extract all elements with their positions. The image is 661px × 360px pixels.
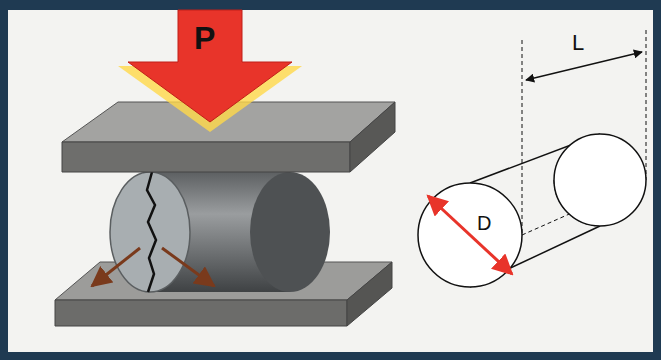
- diameter-label: D: [477, 213, 491, 233]
- load-label: P: [194, 22, 215, 54]
- dim-extension: [646, 30, 647, 180]
- split-arrow: [92, 248, 140, 286]
- bottom-plate-side: [347, 262, 392, 326]
- length-label: L: [572, 32, 584, 54]
- load-arrow: [128, 10, 292, 122]
- diameter-dimension: [428, 196, 512, 274]
- end-circle-far: [554, 134, 646, 226]
- cylinder-face: [110, 172, 190, 292]
- split-arrow: [162, 248, 214, 286]
- top-plate-side: [350, 102, 395, 172]
- dim-extension: [522, 40, 523, 235]
- picture-ground: [8, 10, 653, 352]
- crack: [147, 172, 156, 292]
- length-dimension: [526, 52, 642, 80]
- end-circle-near: [418, 183, 522, 287]
- bottom-plate-front: [55, 300, 347, 326]
- cylinder-back: [250, 172, 330, 292]
- top-plate-front: [62, 142, 350, 172]
